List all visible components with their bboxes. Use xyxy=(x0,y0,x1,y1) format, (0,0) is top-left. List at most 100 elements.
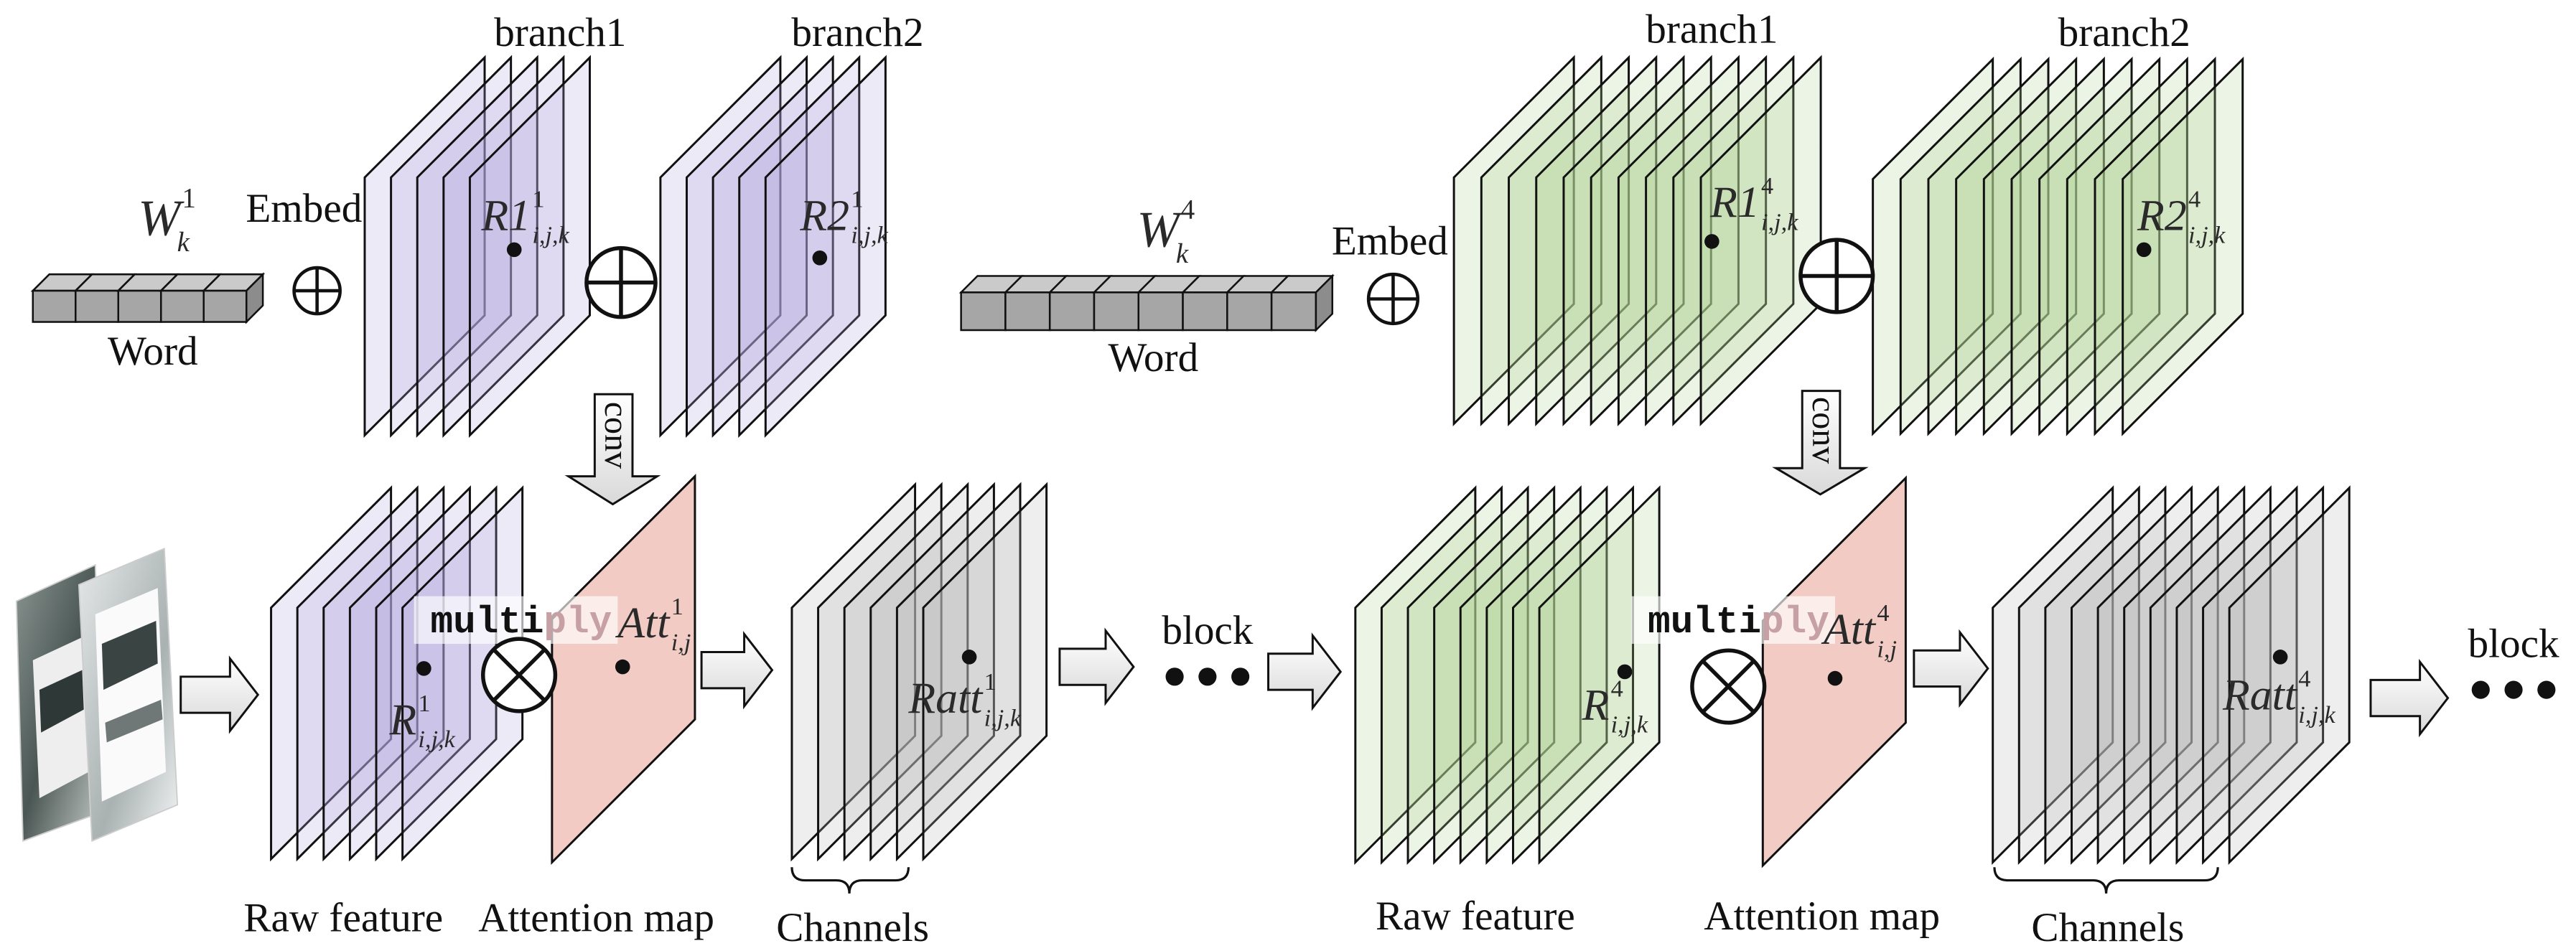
ellipsis-dot xyxy=(2504,680,2523,699)
attention-map-caption-left: Attention map xyxy=(478,895,714,940)
label-base: Att xyxy=(615,599,671,647)
raw-feature-caption-left: Raw feature xyxy=(243,895,443,940)
feature-sheet xyxy=(790,482,917,862)
branch1-feature-stack-right xyxy=(1452,55,1822,427)
branch1-feature-stack-left xyxy=(363,55,591,439)
feature-sheet xyxy=(2038,56,2161,436)
word-cell xyxy=(75,289,120,323)
feature-sheet xyxy=(468,55,591,439)
block-label-right: block xyxy=(2468,621,2559,666)
label-base: R xyxy=(1582,680,1610,729)
word-symbol-left: W 1 k xyxy=(138,182,196,258)
word-label-left: Word xyxy=(108,329,198,374)
feature-sheet xyxy=(659,55,782,439)
vehicle-windshield-front xyxy=(101,621,158,690)
feature-point xyxy=(961,650,977,665)
label-superscript: 1 xyxy=(532,185,544,212)
feature-sheet xyxy=(738,55,861,439)
label-base: Att xyxy=(1821,605,1877,654)
block-label-left: block xyxy=(1162,608,1253,653)
word-embedding-vector-right xyxy=(958,273,1335,333)
flow-arrow-icon xyxy=(1058,627,1135,706)
word-cell xyxy=(1137,291,1184,332)
conv-arrow-left: conv xyxy=(564,393,661,506)
branch-sum-plus-icon-right xyxy=(1798,238,1875,314)
feature-sheet xyxy=(1672,55,1795,427)
feature-sheet xyxy=(1992,485,2114,865)
label-superscript: 4 xyxy=(1761,172,1773,200)
feature-sheet xyxy=(2096,485,2219,865)
label-subscript: i,j,k xyxy=(1761,208,1798,235)
feature-sheet xyxy=(1459,485,1582,865)
feature-sheet xyxy=(401,485,524,862)
feature-point xyxy=(2272,650,2288,665)
label-base: R xyxy=(388,695,416,744)
feature-sheet xyxy=(764,55,887,439)
feature-sheet xyxy=(1535,55,1658,427)
label-superscript: 4 xyxy=(1877,599,1889,627)
multiply-times-icon-right xyxy=(1690,648,1767,725)
feature-sheet xyxy=(390,55,513,439)
label-subscript: i,j,k xyxy=(2188,222,2226,249)
multiply-label-right: multiply xyxy=(1648,601,1829,644)
label-superscript: 4 xyxy=(1611,675,1623,702)
word-symbol-superscript: 1 xyxy=(182,182,196,213)
flow-arrow-icon xyxy=(700,630,774,710)
feature-sheet xyxy=(322,485,445,862)
label-superscript: 1 xyxy=(671,593,683,620)
embed-label-left: Embed xyxy=(246,186,362,231)
feature-sheet xyxy=(1699,55,1822,427)
channels-caption-right: Channels xyxy=(2031,905,2184,950)
feature-sheet xyxy=(1406,485,1529,865)
feature-point xyxy=(1617,664,1633,680)
feature-point xyxy=(2136,242,2152,258)
feature-point xyxy=(416,661,431,676)
feature-sheet xyxy=(817,482,943,862)
word-symbol-base: W xyxy=(1137,202,1183,258)
word-cell xyxy=(1182,291,1228,332)
attention-point xyxy=(615,659,630,675)
feature-sheet xyxy=(2071,485,2193,865)
word-vector-side xyxy=(1315,273,1334,333)
conv-arrow-right: conv xyxy=(1772,390,1869,496)
times-stroke xyxy=(1701,659,1755,714)
conv-label-left: conv xyxy=(597,402,635,469)
ellipsis-dot xyxy=(1231,667,1250,686)
ellipsis-dot xyxy=(2471,680,2490,699)
feature-sheet xyxy=(296,485,419,862)
feature-sheet xyxy=(1927,56,2050,436)
word-cell xyxy=(1226,291,1273,332)
channels-bracket-left xyxy=(790,867,910,894)
ellipsis-dot xyxy=(1165,667,1184,686)
feature-sheet xyxy=(686,55,808,439)
multiply-label-left: multiply xyxy=(431,601,612,644)
word-cell xyxy=(117,289,162,323)
flow-arrow-icon xyxy=(2369,658,2450,738)
label-superscript: 4 xyxy=(2188,185,2201,212)
multiply-label-strong: multi xyxy=(1648,601,1761,644)
word-cell xyxy=(32,289,77,323)
feature-sheet xyxy=(1562,55,1685,427)
feature-sheet xyxy=(711,55,834,439)
feature-sheet xyxy=(1617,55,1740,427)
label-base: R1 xyxy=(480,191,531,240)
branch2-label-right: branch2 xyxy=(2058,10,2190,55)
feature-sheet xyxy=(1538,485,1661,865)
vehicle-body-front xyxy=(95,588,167,802)
word-symbol-right: W 4 k xyxy=(1137,194,1195,269)
word-cell xyxy=(960,291,1007,332)
feature-sheet xyxy=(1480,55,1602,427)
feature-sheet xyxy=(375,485,498,862)
channels-stack-left xyxy=(790,482,1048,862)
embed-label-right: Embed xyxy=(1332,219,1448,264)
ellipsis-dot xyxy=(2537,680,2556,699)
label-base: R2 xyxy=(799,191,849,240)
branch1-label-left: branch1 xyxy=(494,10,626,55)
feature-point xyxy=(1704,234,1719,249)
branch2-feature-stack-left xyxy=(659,55,887,439)
channels-bracket-right xyxy=(1993,867,2219,894)
embed-plus-icon-left xyxy=(292,266,342,316)
multiply-highlight-right xyxy=(1631,596,1835,645)
multiply-label-faint: ply xyxy=(543,601,612,644)
